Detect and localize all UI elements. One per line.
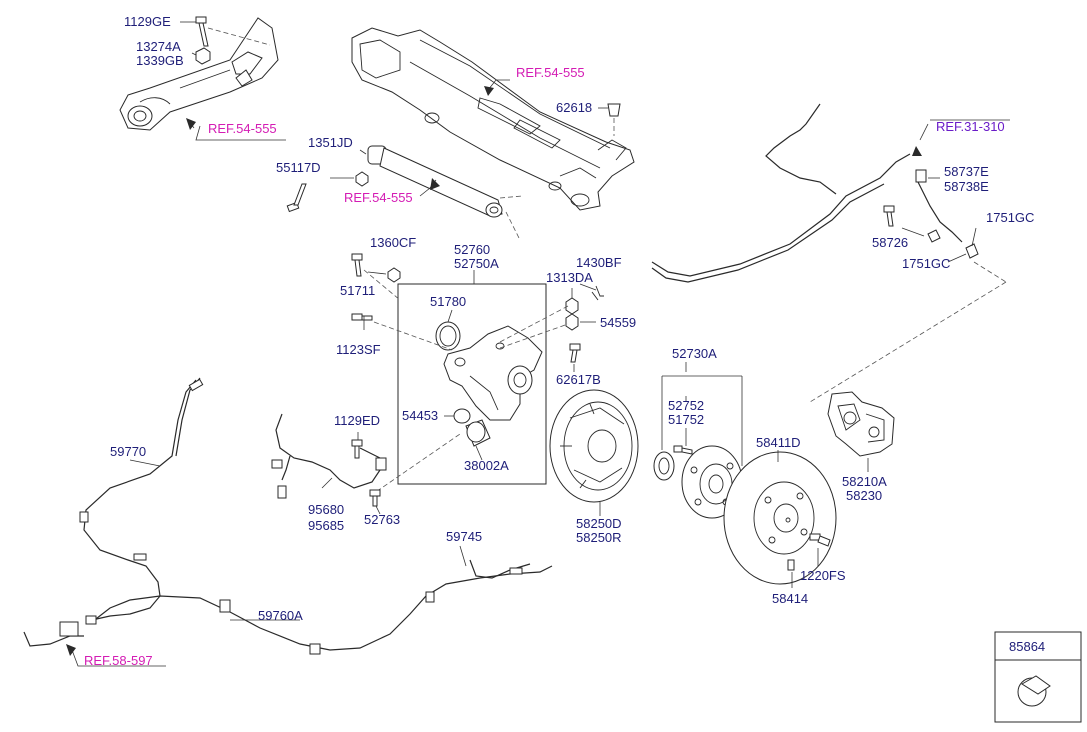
arrow-head-icon xyxy=(484,86,494,96)
label-62618: 62618 xyxy=(556,100,592,115)
bushing-54453 xyxy=(453,408,471,424)
bolt-62617B xyxy=(569,343,581,363)
ref-31-310[interactable]: REF.31-310 xyxy=(936,119,1005,134)
ref-54-555-link[interactable]: REF.54-555 xyxy=(344,190,413,205)
knuckle xyxy=(443,325,543,421)
ref-58-597[interactable]: REF.58-597 xyxy=(84,653,153,668)
label-58411D: 58411D xyxy=(756,435,801,450)
label-1360CF: 1360CF xyxy=(370,235,416,250)
cable-equalizer xyxy=(23,615,97,647)
bolt-1220FS xyxy=(809,533,831,547)
label-1751GC-a: 1751GC xyxy=(986,210,1034,225)
trailing-arm xyxy=(119,17,279,131)
label-1313DA: 1313DA xyxy=(546,270,593,285)
nut-1360CF xyxy=(387,267,401,283)
label-54559: 54559 xyxy=(600,315,636,330)
label-51752: 51752 xyxy=(668,412,704,427)
bolt-52763 xyxy=(369,489,381,507)
label-95680: 95680 xyxy=(308,502,344,517)
label-1129ED: 1129ED xyxy=(334,413,380,428)
label-1339GB: 1339GB xyxy=(136,53,184,68)
dust-shield-58250D xyxy=(549,389,639,503)
parking-cable-59770 xyxy=(79,377,204,621)
plug-62618 xyxy=(607,103,621,117)
bolt-55117D xyxy=(286,183,307,213)
label-58738E: 58738E xyxy=(944,179,989,194)
ref-54-555-arm[interactable]: REF.54-555 xyxy=(208,121,277,136)
knuckle-group-box xyxy=(397,283,547,485)
subframe xyxy=(351,27,635,211)
label-13274A: 13274A xyxy=(136,39,181,54)
bolt-51711 xyxy=(351,253,363,277)
label-1220FS: 1220FS xyxy=(800,568,846,583)
bolt-58726 xyxy=(883,205,895,227)
label-51780: 51780 xyxy=(430,294,466,309)
arrow-head-icon xyxy=(430,178,440,190)
label-52730A: 52730A xyxy=(672,346,717,361)
label-95685: 95685 xyxy=(308,518,344,533)
label-55117D: 55117D xyxy=(276,160,321,175)
screw-58414 xyxy=(787,559,795,571)
brake-line xyxy=(651,103,979,283)
label-58726: 58726 xyxy=(872,235,908,250)
bolt-1129GE xyxy=(195,16,209,47)
lateral-link xyxy=(367,145,503,218)
label-85864: 85864 xyxy=(1009,639,1045,654)
label-59770: 59770 xyxy=(110,444,146,459)
caliper-58210A xyxy=(827,391,895,457)
label-58250R: 58250R xyxy=(576,530,622,545)
label-52752: 52752 xyxy=(668,398,704,413)
label-58210A: 58210A xyxy=(842,474,887,489)
label-54453: 54453 xyxy=(402,408,438,423)
label-59760A: 59760A xyxy=(258,608,303,623)
label-58250D: 58250D xyxy=(576,516,622,531)
nut-1351JD xyxy=(355,171,369,187)
label-52750A: 52750A xyxy=(454,256,499,271)
label-1751GC-b: 1751GC xyxy=(902,256,950,271)
ref-54-555-subframe[interactable]: REF.54-555 xyxy=(516,65,585,80)
abs-sensor-wire xyxy=(271,413,387,499)
label-38002A: 38002A xyxy=(464,458,509,473)
hub-bolt xyxy=(673,445,693,455)
label-58230: 58230 xyxy=(846,488,882,503)
label-1351JD: 1351JD xyxy=(308,135,353,150)
label-52760: 52760 xyxy=(454,242,490,257)
label-62617B: 62617B xyxy=(556,372,601,387)
label-58414: 58414 xyxy=(772,591,808,606)
arrow-head-icon xyxy=(912,146,922,156)
bolt-1123SF xyxy=(351,313,373,321)
seal-ring xyxy=(653,451,675,481)
bracket-1430BF xyxy=(591,285,604,301)
arrow-head-icon xyxy=(66,644,76,656)
bushing-38002A xyxy=(465,419,491,447)
brake-disc-58411D xyxy=(723,451,837,585)
arrow-head-icon xyxy=(186,118,196,130)
label-51711: 51711 xyxy=(340,283,375,298)
parking-cable-59760A xyxy=(91,559,553,655)
label-1123SF: 1123SF xyxy=(336,342,381,357)
label-52763: 52763 xyxy=(364,512,400,527)
label-1430BF: 1430BF xyxy=(576,255,622,270)
inset-box-85864 xyxy=(994,631,1082,723)
label-58737E: 58737E xyxy=(944,164,989,179)
bolt-1129ED xyxy=(351,439,363,459)
nut-54559 xyxy=(565,313,579,331)
nut-13274A xyxy=(195,47,211,65)
label-1129GE: 1129GE xyxy=(124,14,171,29)
label-59745: 59745 xyxy=(446,529,482,544)
seal-51780 xyxy=(435,321,461,351)
